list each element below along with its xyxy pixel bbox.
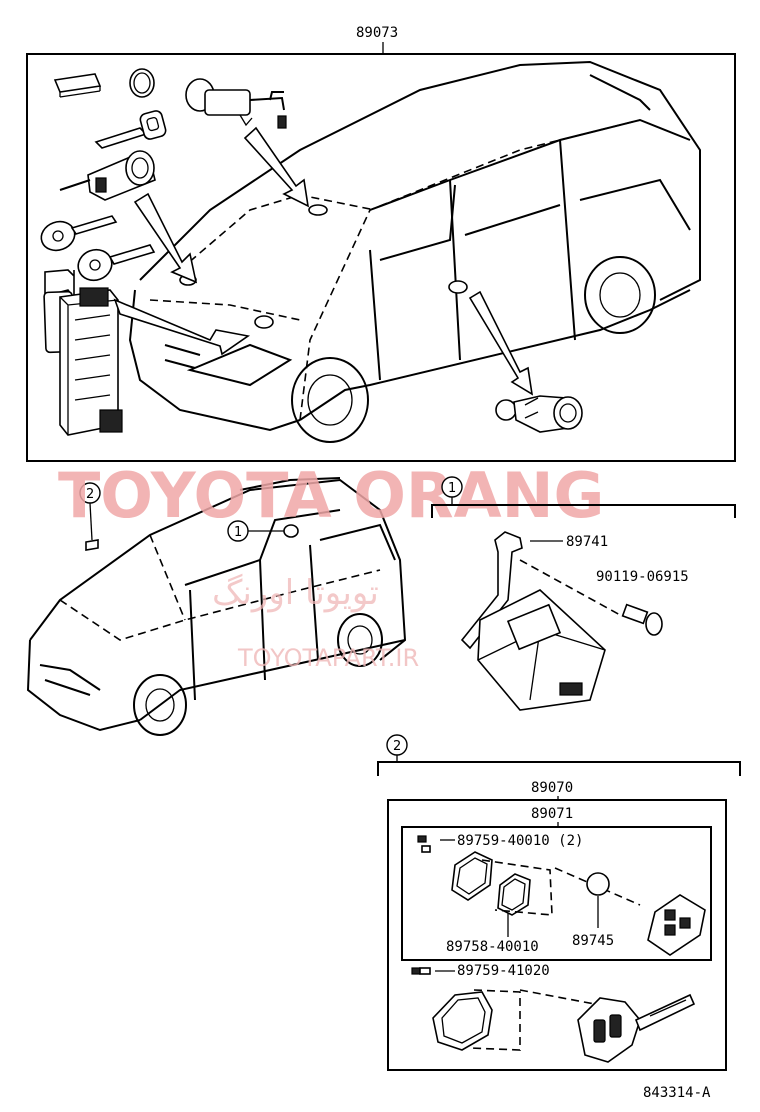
key-plate-icon [53,73,102,98]
frame-89070 [387,799,727,1071]
label-89759-40010: 89759-40010 (2) [457,833,583,849]
label-89758-40010: 89758-40010 [446,939,539,955]
battery-icon [586,872,610,896]
door-lock-cylinder-top-icon [185,78,287,129]
top-assembly-group: 89073 [26,25,736,462]
svg-text:1: 1 [448,481,456,496]
van-illustration-middle [26,477,407,736]
top-frame [26,53,736,462]
key-case-shell-icon [432,991,493,1051]
button-pad-icon [647,894,706,956]
screw-icon-bottom [411,967,431,975]
label-89745: 89745 [572,933,614,949]
screw-icon-top [417,835,431,853]
group-2-transmitter: 2 89070 89071 89759-40010 (2) 89758-4001… [377,734,741,1071]
watermark-persian: تویوتا اورنگ [212,573,379,613]
callout-2-left: 2 [79,482,101,551]
label-89741: 89741 [566,534,608,550]
battery-case-icon [497,873,531,916]
group-1-bracket: 1 89741 90119-06915 [431,476,736,711]
watermark-url: TOYOTAPART.IR [237,644,419,672]
pointer-arrows-top [113,126,534,396]
label-89071: 89071 [531,806,573,822]
label-89073: 89073 [356,25,398,41]
control-module-icon [477,589,606,711]
svg-text:2: 2 [86,487,94,502]
case-half-icon [451,851,493,901]
door-lock-cylinder-bottom-icon [495,395,583,433]
svg-text:2: 2 [393,739,401,754]
callout-1-middle: 1 [227,520,284,542]
ignition-cylinder-icon [59,150,156,201]
ignition-key-icon [94,110,167,149]
receiver-unit-icon [59,287,123,436]
label-89759-41020: 89759-41020 [457,963,550,979]
svg-text:1: 1 [234,525,242,540]
watermark-brand: TOYOTA ORANG [58,459,604,532]
remote-key-icon-1 [40,215,118,252]
remote-key-head-icon [577,993,696,1063]
van-illustration-top [128,60,701,443]
label-90119-06915: 90119-06915 [596,569,689,585]
bolt-icon [621,603,663,636]
label-89070: 89070 [531,780,573,796]
diagram-code: 843314-A [643,1085,711,1101]
frame-89071 [401,826,712,961]
watermark: TOYOTA ORANG تویوتا اورنگ TOYOTAPART.IR [58,459,604,672]
remote-key-icon-2 [77,244,156,282]
